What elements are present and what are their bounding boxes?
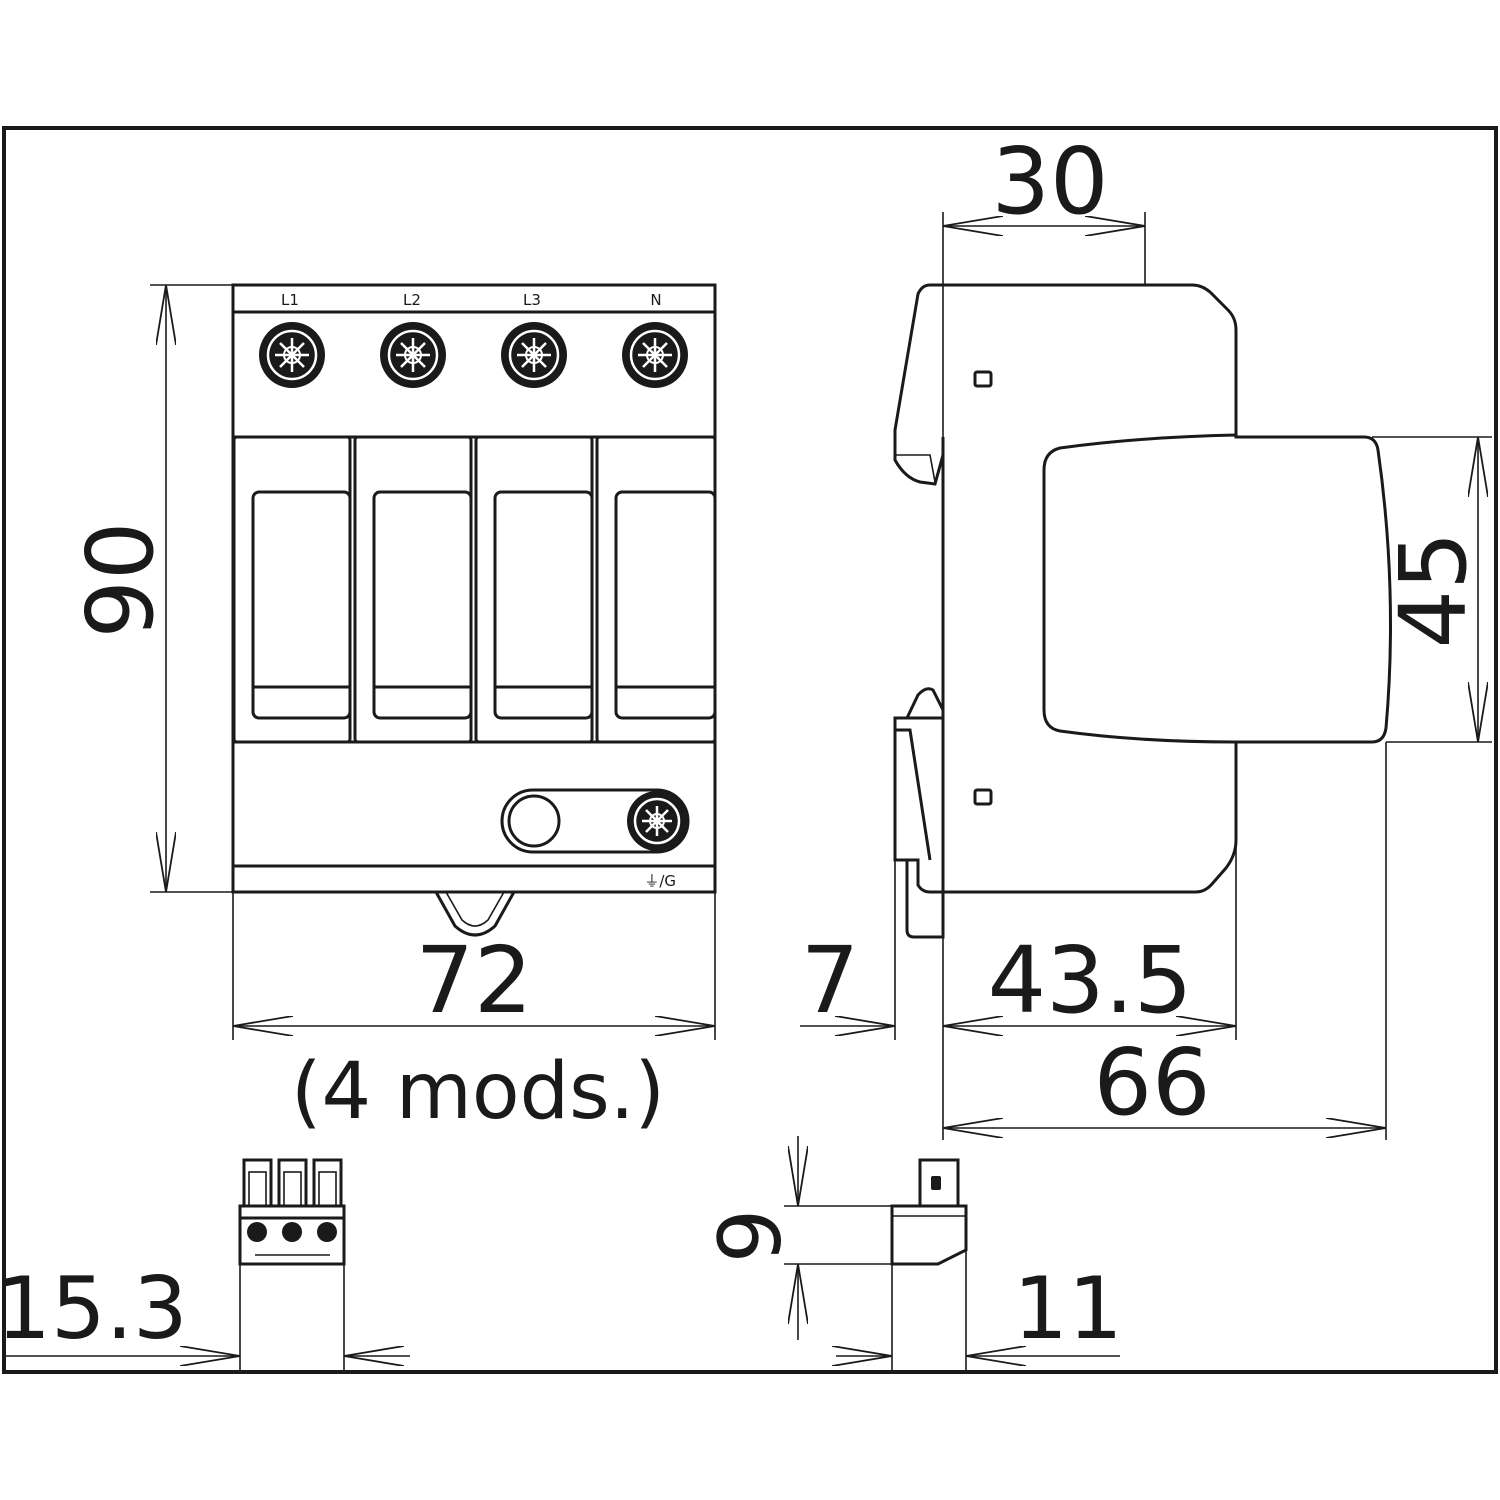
dim-width-note: (4 mods.): [291, 1047, 665, 1137]
connector-side-dimensions: 9 11: [701, 1136, 1123, 1372]
dim-module-45: 45: [1380, 531, 1487, 648]
terminal-label-l3: L3: [523, 291, 541, 309]
status-indicator: [507, 794, 561, 848]
terminal-label-n: N: [650, 291, 661, 309]
terminal-screw-l2: [380, 322, 446, 388]
plug-module-n: [595, 435, 717, 744]
connector-screw-2: [282, 1222, 302, 1242]
dim-connector-height: 9: [701, 1209, 801, 1264]
dim-connector-width: 15.3: [0, 1259, 188, 1359]
connector-side-view: [890, 1158, 968, 1266]
front-view: L1 L2 L3 N: [231, 283, 717, 937]
plug-module-l3: [474, 435, 594, 744]
connector-screw-3: [317, 1222, 337, 1242]
housing-mark-bottom: [973, 788, 993, 806]
terminal-screw-n: [622, 322, 688, 388]
side-dimensions: 30 45 7 43.5 66: [800, 128, 1492, 1140]
drawing-frame: [2, 126, 1498, 1374]
terminal-screw-l3: [501, 322, 567, 388]
dim-depth-43-5: 43.5: [988, 927, 1193, 1034]
plug-module-l1: [232, 435, 352, 744]
plug-module-l2: [353, 435, 473, 744]
housing-mark-top: [973, 370, 993, 388]
din-clip: [434, 891, 516, 937]
connector-screw-1: [247, 1222, 267, 1242]
connector-front-view: [238, 1158, 346, 1266]
side-housing-body: [893, 283, 1238, 894]
dim-width-72: 72: [415, 927, 532, 1034]
ground-screw: [627, 791, 687, 851]
dim-height-90: 90: [67, 521, 174, 638]
side-plug-module: [1042, 433, 1392, 744]
ground-terminal-frame: [500, 788, 690, 854]
dim-depth-66: 66: [1093, 1029, 1210, 1136]
terminal-label-l2: L2: [403, 291, 421, 309]
connector-front-dimensions: 15.3: [0, 1259, 410, 1372]
dim-rail-7: 7: [801, 927, 860, 1034]
terminal-screw-l1: [259, 322, 325, 388]
front-dimensions: 90 72 (4 mods.): [67, 284, 716, 1137]
ground-label: ⏚/G: [644, 872, 676, 890]
terminal-label-l1: L1: [281, 291, 299, 309]
dim-connector-width-11: 11: [1013, 1259, 1122, 1359]
dim-top-30: 30: [991, 128, 1108, 235]
din-latch: [895, 687, 945, 939]
side-view: [893, 283, 1392, 939]
